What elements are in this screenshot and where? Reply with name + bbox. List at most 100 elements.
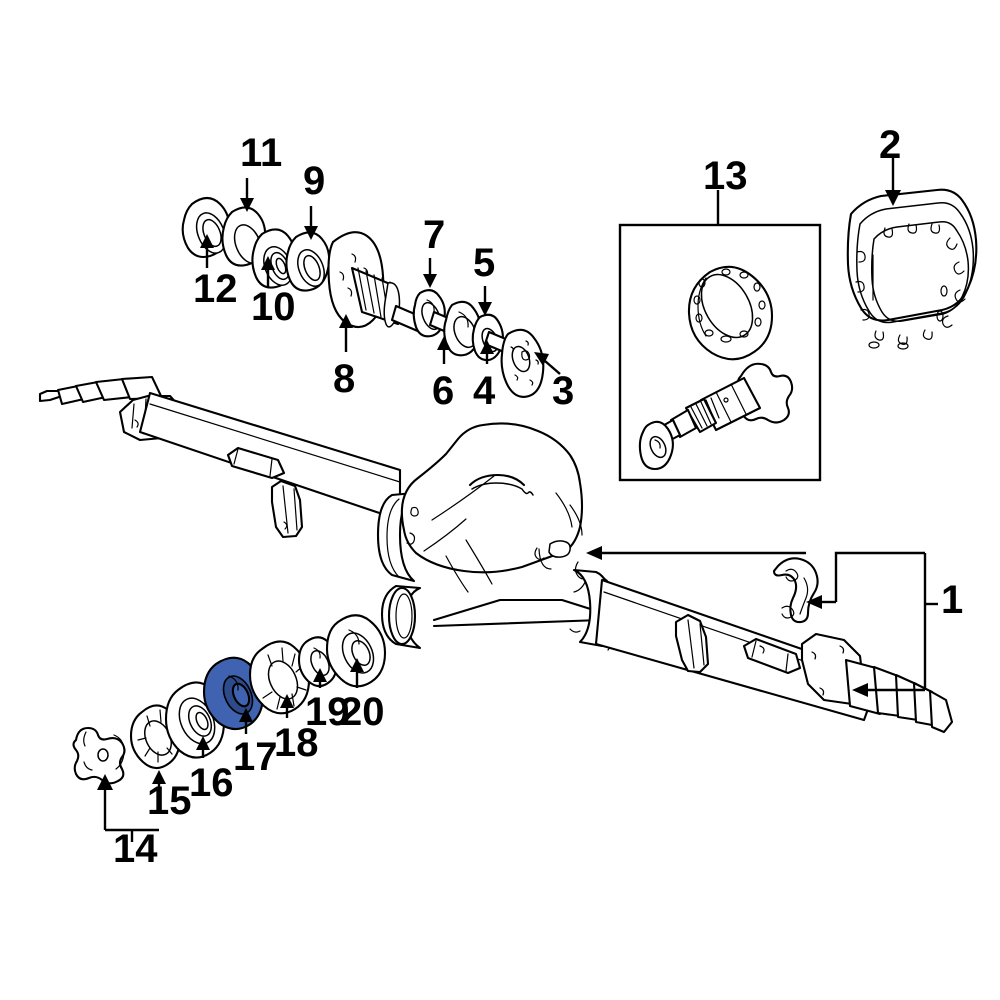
callout-label-1: 1 [941, 578, 964, 622]
left-spring-pad-edges [233, 448, 273, 477]
part-17-slinger-bore-inner [231, 682, 251, 708]
arrowhead-1-lower [852, 683, 868, 697]
part-8-bolt-holes [339, 253, 369, 313]
part-14-hub-edge [113, 734, 125, 770]
part-2-cover-gasket-group [846, 188, 978, 350]
arrowhead-2 [885, 190, 901, 206]
arrowhead-5 [478, 302, 492, 316]
part-6-detail [458, 311, 469, 328]
part-9-bore-inner [303, 254, 321, 282]
right-shock-bracket-ribs [687, 619, 705, 669]
left-spring-pad [226, 446, 286, 480]
leader-3 [544, 360, 561, 375]
part-17-slinger-detail [228, 675, 239, 691]
housing-contour-4 [465, 539, 493, 585]
left-shock-hole [283, 521, 288, 530]
u-bolt-saddle-hole-top [785, 568, 799, 582]
callout-label-11: 11 [240, 131, 283, 175]
callout-label-19: 19 [305, 690, 350, 734]
callout-label-17: 17 [233, 735, 278, 779]
arrowhead-14 [97, 774, 113, 790]
part-18-bearing-bore [267, 660, 299, 700]
left-collar-line [386, 498, 400, 578]
right-spring-hole [759, 645, 765, 654]
arrowhead-7 [423, 274, 437, 288]
housing-contour-5 [555, 492, 573, 528]
gasket-bolt-slots [855, 223, 966, 345]
callout-label-12: 12 [193, 267, 238, 311]
left-retainer-notch2 [134, 419, 139, 428]
housing-boss-small [534, 547, 545, 561]
part-3-center-hole [511, 345, 531, 373]
axle-housing-assembly [38, 375, 954, 734]
housing-contour-7 [573, 579, 587, 593]
inset-pinion-spline-teeth [690, 397, 720, 429]
arrowhead-15 [152, 770, 166, 784]
callout-label-2: 2 [879, 123, 902, 167]
gasket-round-holes [868, 285, 948, 350]
arrowhead-3 [534, 352, 549, 366]
inset-carrier-bolt-holes [693, 268, 766, 343]
housing-top-ridge [468, 473, 526, 487]
arrowhead-17 [239, 708, 253, 722]
right-spring-pad-edges [751, 640, 789, 672]
part-14-arm-details [83, 731, 93, 771]
arrowhead-4 [480, 340, 494, 354]
part-14-companion-yoke [72, 726, 126, 785]
right-axle-tip [928, 689, 954, 734]
housing-fill-plug [548, 540, 571, 558]
arrowhead-16 [196, 736, 210, 750]
inset-pinion-body-lines [715, 383, 747, 423]
inset-carrier-edge [697, 277, 707, 337]
inset-carrier-bore [700, 273, 754, 339]
housing-contour-1 [431, 475, 495, 521]
u-bolt-saddle [772, 557, 819, 624]
housing-contour-2 [423, 518, 467, 552]
callout-label-13: 13 [703, 154, 748, 198]
left-tube-highlight [149, 403, 401, 483]
part-19-spacer-bore [310, 649, 330, 677]
arrowhead-9 [304, 226, 318, 240]
callout-label-14: 14 [113, 827, 158, 871]
housing-contour-3 [445, 555, 469, 593]
arrowhead-19 [313, 668, 327, 682]
housing-contour-6 [569, 504, 583, 536]
u-bolt-saddle-inner [799, 577, 809, 615]
arrowhead-8 [339, 314, 353, 328]
housing-pan-notch [569, 628, 581, 633]
part-8-spline-teeth [357, 267, 397, 324]
housing-plug-edge [538, 548, 552, 570]
callout-label-15: 15 [147, 779, 192, 823]
axle-shaft-exploded-group [181, 196, 545, 398]
callout-label-5: 5 [473, 241, 496, 285]
pinion-stack-exploded-group [72, 614, 387, 785]
arrowhead-plug [586, 546, 602, 560]
callout-label-7: 7 [423, 213, 446, 257]
inset-washer-bore [649, 435, 667, 459]
left-axle-tube [138, 391, 402, 522]
callout-label-8: 8 [333, 357, 356, 401]
part-7-detail [426, 299, 435, 313]
housing-left-bore [387, 586, 417, 646]
callout-leaders-group [97, 158, 938, 842]
arrowhead-1-upper [806, 595, 822, 609]
part-14-center-hole [97, 748, 109, 762]
housing-ear-notch [406, 532, 416, 545]
right-retainer-bolt-holes [811, 645, 857, 696]
right-spring-pad [742, 637, 802, 675]
housing-pan-lip-bottom [432, 618, 603, 628]
part-13-inset-box-group [618, 223, 822, 482]
callout-label-9: 9 [303, 159, 326, 203]
callout-label-4: 4 [473, 369, 496, 413]
callout-label-20: 20 [340, 690, 385, 734]
part-20-detail [348, 629, 360, 645]
inset-washer-detail [654, 439, 661, 449]
arrowhead-18 [280, 694, 294, 708]
housing-ear-hole [410, 506, 419, 517]
arrowhead-6 [437, 336, 451, 350]
part-19-detail [313, 647, 321, 659]
callout-label-3: 3 [552, 369, 575, 413]
arrowhead-10 [261, 256, 275, 270]
